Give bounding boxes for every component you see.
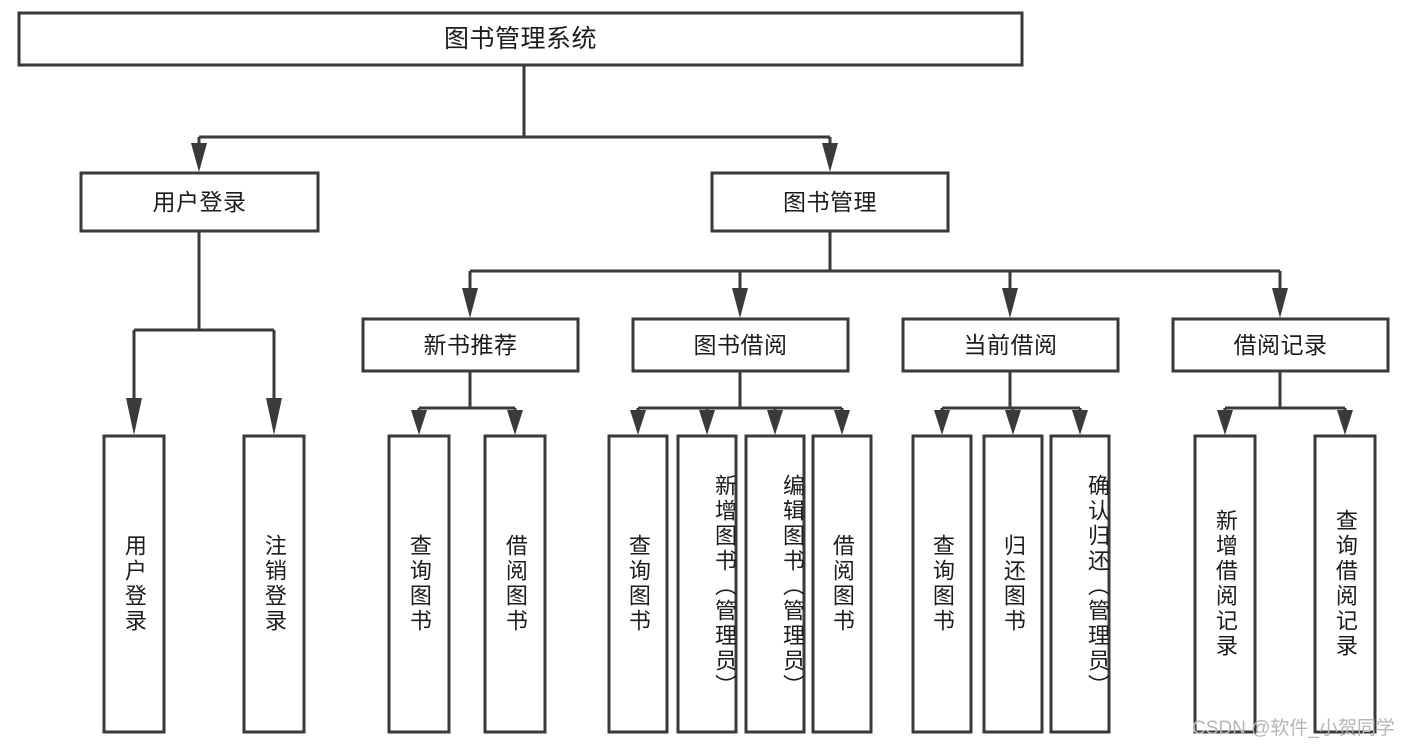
- arrowhead-leaf-query-record: [1337, 410, 1353, 435]
- node-box-leaf-user-logout[interactable]: [242, 434, 306, 734]
- node-box-book-manage[interactable]: [710, 171, 950, 233]
- arrowhead-user-login: [191, 143, 207, 172]
- node-box-leaf-query-book-2[interactable]: [607, 434, 669, 734]
- arrowhead-leaf-user-login: [126, 398, 142, 435]
- node-box-borrow-record[interactable]: [1171, 317, 1390, 373]
- node-box-leaf-borrow-book-1[interactable]: [483, 434, 547, 734]
- node-box-leaf-confirm-return[interactable]: [1049, 434, 1111, 734]
- node-box-book-borrow[interactable]: [631, 317, 850, 373]
- arrowhead-current-borrow: [1002, 288, 1018, 318]
- arrowhead-new-book-recommend: [462, 288, 478, 318]
- node-box-leaf-edit-book[interactable]: [744, 434, 806, 734]
- node-box-leaf-add-record[interactable]: [1193, 434, 1257, 734]
- arrowhead-borrow-record: [1272, 288, 1288, 318]
- node-box-current-borrow[interactable]: [901, 317, 1120, 373]
- node-box-leaf-query-record[interactable]: [1313, 434, 1377, 734]
- arrowhead-leaf-borrow-book-1: [507, 410, 523, 435]
- arrowhead-book-borrow: [732, 288, 748, 318]
- arrowhead-leaf-borrow-book-2: [834, 410, 850, 435]
- node-box-root[interactable]: [17, 11, 1024, 67]
- node-box-user-login[interactable]: [79, 171, 320, 233]
- arrowhead-leaf-add-book: [699, 410, 715, 435]
- node-box-leaf-query-book-1[interactable]: [387, 434, 451, 734]
- arrowhead-leaf-user-logout: [266, 398, 282, 435]
- arrowhead-leaf-query-book-3: [934, 410, 950, 435]
- node-box-leaf-borrow-book-2[interactable]: [811, 434, 873, 734]
- node-box-new-book-recommend[interactable]: [361, 317, 580, 373]
- node-box-leaf-query-book-3[interactable]: [911, 434, 973, 734]
- arrowhead-leaf-return-book: [1005, 410, 1021, 435]
- arrowhead-leaf-add-record: [1217, 410, 1233, 435]
- node-box-leaf-add-book[interactable]: [676, 434, 738, 734]
- node-box-leaf-return-book[interactable]: [982, 434, 1044, 734]
- arrowhead-book-manage: [822, 143, 838, 172]
- arrowhead-leaf-confirm-return: [1072, 410, 1088, 435]
- arrowhead-leaf-query-book-1: [411, 410, 427, 435]
- arrowhead-leaf-query-book-2: [630, 410, 646, 435]
- node-box-leaf-user-login[interactable]: [102, 434, 166, 734]
- arrowhead-leaf-edit-book: [767, 410, 783, 435]
